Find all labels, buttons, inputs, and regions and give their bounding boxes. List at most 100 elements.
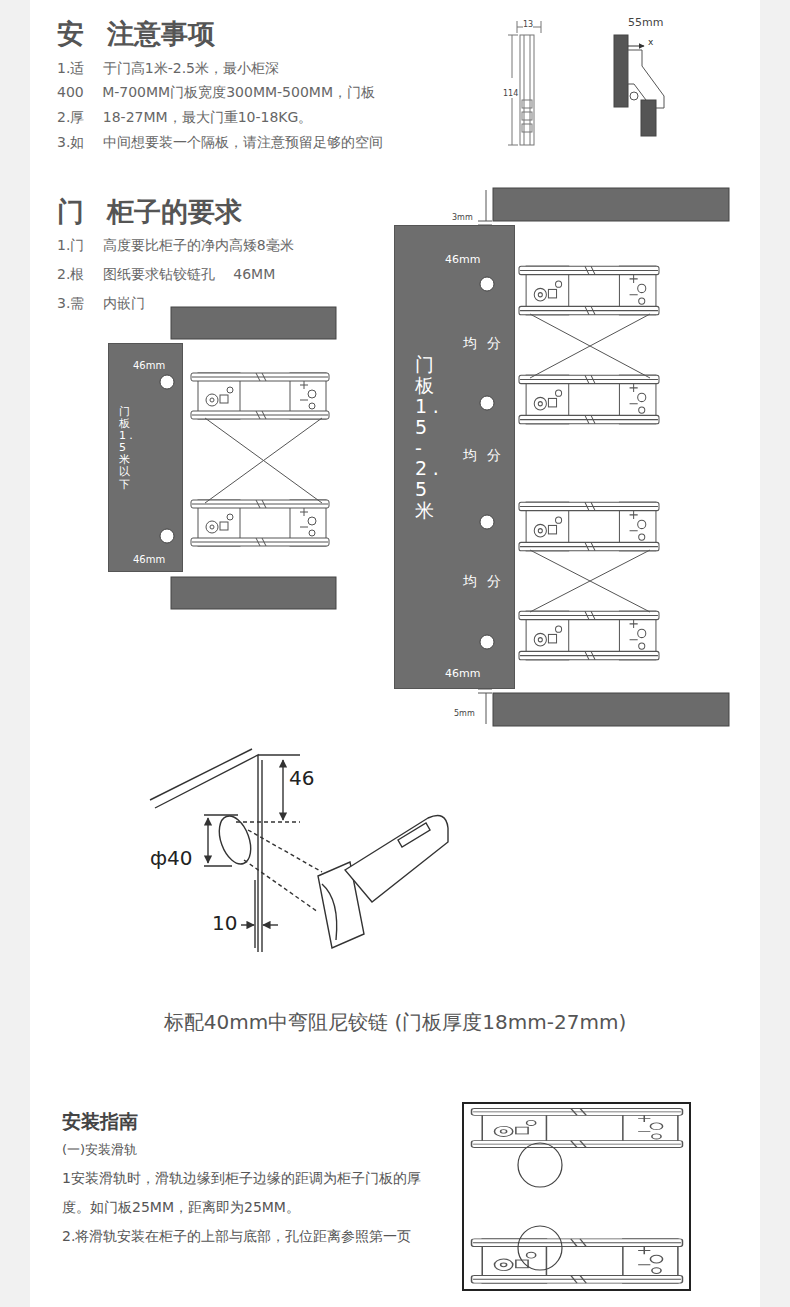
text-slot: 均分: [463, 445, 511, 465]
door-panel: 46mm 门板1.5米以下 46mm: [108, 343, 183, 572]
note-line: 1.适 于门高1米-2.5米，最小柜深: [57, 60, 279, 76]
spacing-label: 均分: [463, 447, 511, 463]
line-art: [171, 307, 336, 339]
label-slot: 1.门 高度要比柜子的净内高矮8毫米: [57, 235, 294, 254]
section-heading: 门 柜子的要求: [57, 196, 242, 227]
line-art: [263, 924, 278, 925]
text-slot: 46mm: [133, 548, 165, 567]
line-art: [614, 35, 628, 107]
guide-subheading: (一)安装滑轨: [62, 1142, 137, 1157]
hinge-drawing: [150, 749, 448, 952]
dimension-label: 114: [503, 89, 518, 98]
label-slot: 5mm: [454, 701, 475, 720]
line-art: [244, 830, 322, 912]
label-slot: 2.根 图纸要求钻铰链孔 46MM: [57, 264, 275, 283]
line-art: [519, 266, 659, 315]
dimension-label: x: [648, 37, 653, 47]
section-heading: 安 注意事项: [57, 18, 215, 49]
dimension-label: 46mm: [133, 554, 165, 565]
line-art: [530, 550, 650, 612]
line-art: [517, 21, 541, 33]
dimension-label: ф40: [150, 846, 193, 870]
dimension-label: 13: [523, 20, 533, 29]
guide-heading: 安装指南: [62, 1110, 138, 1132]
caption-slot: 标配40mm中弯阻尼铰链 (门板厚度18mm-27mm): [30, 1009, 760, 1036]
note-line: 2.根 图纸要求钻铰链孔 46MM: [57, 266, 275, 282]
line-art: [493, 693, 729, 726]
text-slot: 46mm: [445, 248, 480, 267]
dimension-label: 46mm: [445, 253, 480, 266]
note-line: 1.门 高度要比柜子的净内高矮8毫米: [57, 237, 294, 253]
text-slot: 门板1.5-2.5米: [415, 354, 434, 521]
label-slot: 安装指南: [62, 1110, 138, 1133]
line-art: [478, 689, 492, 724]
dimension-label: 46mm: [445, 667, 480, 680]
line-art: [628, 50, 664, 108]
line-art: [254, 880, 255, 948]
label-slot: 2.将滑轨安装在柜子的上部与底部，孔位距离参照第一页: [62, 1222, 424, 1251]
line-art: [171, 577, 336, 609]
line-art: [628, 46, 644, 47]
label-slot: (一)安装滑轨: [62, 1139, 137, 1158]
line-art: [345, 816, 448, 902]
line-art: [472, 1239, 683, 1283]
label-slot: x: [648, 30, 653, 49]
line-art: [213, 812, 256, 869]
label-slot: 1安装滑轨时，滑轨边缘到柜子边缘的距调为柜子门板的厚度。如门板25MM，距离即为…: [62, 1164, 424, 1222]
hinge-hole: [160, 529, 174, 543]
label-slot: 1.适 于门高1米-2.5米，最小柜深: [57, 58, 279, 77]
label-slot: 2.厚 18-27MM，最大门重10-18KG。: [57, 107, 312, 126]
hinge-hole: [480, 277, 494, 291]
line-art: [522, 100, 532, 108]
dimension-label: 10: [212, 911, 237, 935]
line-art: [191, 500, 329, 546]
text-slot: 46mm: [133, 354, 165, 373]
label-slot: 10: [212, 911, 237, 935]
dimension-label: 3mm: [452, 213, 473, 222]
note-line: 3.需 内嵌门: [57, 295, 145, 311]
hinge-hole: [480, 515, 494, 529]
line-art: [236, 821, 300, 822]
rail-photo: [463, 1103, 690, 1290]
line-art: [398, 823, 430, 847]
line-art: [191, 373, 329, 419]
profile-drawing: [508, 21, 664, 145]
note-line: 3.如 中间想要装一个隔板，请注意预留足够的空间: [57, 134, 383, 150]
line-art: [522, 124, 532, 132]
spacing-label: 均分: [463, 573, 511, 589]
line-art: [530, 314, 650, 378]
hinge-hole: [160, 375, 174, 389]
line-art: [524, 35, 530, 145]
panel-label: 门板1.5米以下: [119, 406, 130, 491]
cabinet-diagram-large: [478, 188, 729, 726]
label-slot: ф40: [150, 846, 193, 870]
line-art: [478, 190, 492, 225]
label-slot: 46: [289, 766, 314, 790]
label-slot: 3mm: [452, 205, 473, 224]
line-art: [522, 112, 532, 120]
spacing-label: 均分: [463, 335, 511, 351]
line-art: [641, 100, 656, 136]
line-art: [241, 924, 254, 925]
door-panel: 46mm门板1.5-2.5米均分均分均分46mm: [394, 225, 515, 689]
label-slot: 3.需 内嵌门: [57, 293, 145, 312]
line-art: [519, 502, 659, 551]
caption: 标配40mm中弯阻尼铰链 (门板厚度18mm-27mm): [164, 1010, 626, 1034]
hinge-hole: [480, 396, 494, 410]
label-slot: 门 柜子的要求: [57, 196, 242, 228]
line-art: [463, 1103, 690, 1290]
line-art: [518, 1143, 562, 1187]
line-art: [493, 188, 729, 221]
page-card: [30, 0, 760, 1307]
label-slot: 安 注意事项: [57, 18, 215, 50]
line-art: [205, 418, 322, 503]
label-slot: 400 M-700MM门板宽度300MM-500MM，门板: [57, 82, 375, 101]
guide-paragraph: 1安装滑轨时，滑轨边缘到柜子边缘的距调为柜子门板的厚度。如门板25MM，距离即为…: [62, 1164, 424, 1222]
note-line: 400 M-700MM门板宽度300MM-500MM，门板: [57, 84, 375, 100]
line-art: [258, 754, 300, 755]
text-slot: 均分: [463, 571, 511, 591]
line-art: [150, 749, 252, 800]
line-art: [520, 35, 534, 145]
text-slot: 均分: [463, 333, 511, 353]
